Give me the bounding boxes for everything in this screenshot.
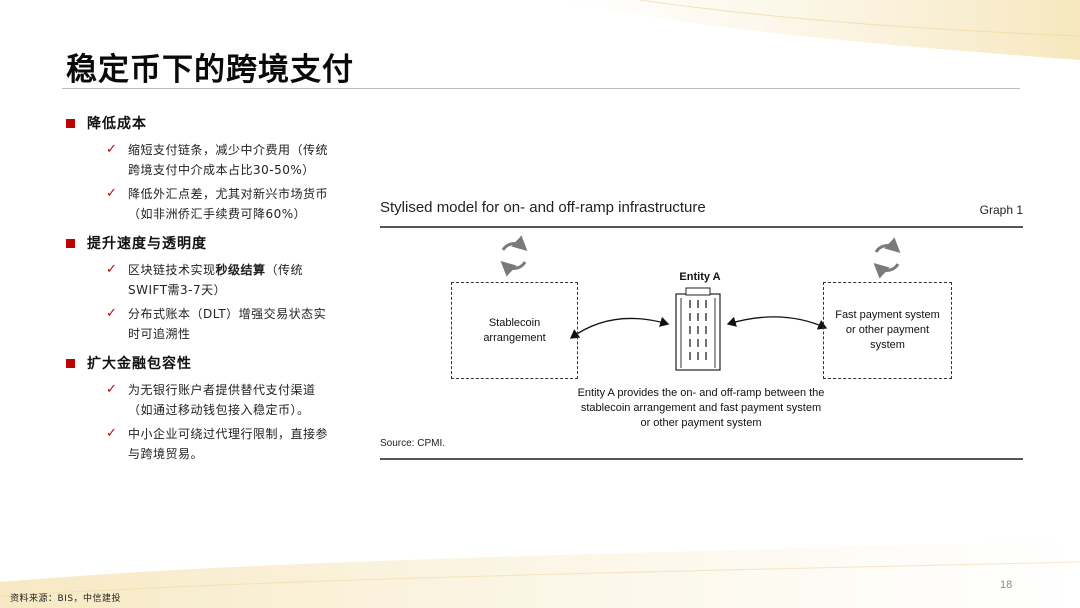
stablecoin-arrangement-box: Stablecoin arrangement xyxy=(451,282,578,379)
section-inclusion: 扩大金融包容性 ✓ 为无银行账户者提供替代支付渠道（如通过移动钱包接入稳定币）。… xyxy=(66,350,356,464)
list-item: ✓ 为无银行账户者提供替代支付渠道（如通过移动钱包接入稳定币）。 xyxy=(106,380,356,420)
list-item-text: 中小企业可绕过代理行限制，直接参与跨境贸易。 xyxy=(128,427,329,461)
section-title: 降低成本 xyxy=(87,116,147,132)
building-icon xyxy=(675,287,721,371)
figure-caption: Entity A provides the on- and off-ramp b… xyxy=(577,387,825,429)
check-icon: ✓ xyxy=(106,382,117,397)
list-item: ✓ 缩短支付链条，减少中介费用（传统跨境支付中介成本占比30-50%） xyxy=(106,140,356,180)
figure-graph-label: Graph 1 xyxy=(979,203,1023,217)
figure-top-rule xyxy=(380,226,1023,228)
check-icon: ✓ xyxy=(106,142,117,157)
check-icon: ✓ xyxy=(106,186,117,201)
list-item-text: 为无银行账户者提供替代支付渠道（如通过移动钱包接入稳定币）。 xyxy=(128,383,316,417)
list-item-text: 分布式账本（DLT）增强交易状态实时可追溯性 xyxy=(128,307,327,341)
figure-source: Source: CPMI. xyxy=(380,438,446,449)
figure-bottom-rule xyxy=(380,458,1023,460)
cycle-arrows-icon xyxy=(500,235,528,277)
page-number: 18 xyxy=(1000,579,1013,591)
entity-label: Entity A xyxy=(679,271,721,283)
page-title: 稳定币下的跨境支付 xyxy=(66,52,354,88)
emphasis-text: 秒级结算 xyxy=(215,263,266,277)
bullet-list: 降低成本 ✓ 缩短支付链条，减少中介费用（传统跨境支付中介成本占比30-50%）… xyxy=(66,110,356,470)
check-icon: ✓ xyxy=(106,426,117,441)
list-item-text: 区块链技术实现秒级结算（传统SWIFT需3-7天） xyxy=(128,263,304,297)
list-item-text: 缩短支付链条，减少中介费用（传统跨境支付中介成本占比30-50%） xyxy=(128,143,329,177)
box-label: Fast payment system or other payment sys… xyxy=(835,309,940,351)
list-item: ✓ 分布式账本（DLT）增强交易状态实时可追溯性 xyxy=(106,304,356,344)
cycle-arrows-icon xyxy=(873,237,901,279)
list-item-text: 降低外汇点差，尤其对新兴市场货币（如非洲侨汇手续费可降60%） xyxy=(128,187,329,221)
double-arrow-icon xyxy=(569,316,670,339)
list-item: ✓ 区块链技术实现秒级结算（传统SWIFT需3-7天） xyxy=(106,260,356,300)
figure-diagram xyxy=(500,235,901,371)
title-divider xyxy=(62,88,1020,89)
red-square-icon xyxy=(66,118,75,128)
double-arrow-icon xyxy=(726,316,828,330)
figure-panel: Stylised model for on- and off-ramp infr… xyxy=(380,196,1023,461)
red-square-icon xyxy=(66,238,75,248)
payment-system-box: Fast payment system or other payment sys… xyxy=(823,282,952,379)
figure-title: Stylised model for on- and off-ramp infr… xyxy=(380,199,706,216)
footer-source: 资料来源：BIS，中信建投 xyxy=(10,594,122,604)
section-cost: 降低成本 ✓ 缩短支付链条，减少中介费用（传统跨境支付中介成本占比30-50%）… xyxy=(66,110,356,224)
section-title: 提升速度与透明度 xyxy=(87,236,207,252)
red-square-icon xyxy=(66,358,75,368)
check-icon: ✓ xyxy=(106,262,117,277)
box-label: Stablecoin arrangement xyxy=(483,316,546,344)
list-item: ✓ 中小企业可绕过代理行限制，直接参与跨境贸易。 xyxy=(106,424,356,464)
list-item: ✓ 降低外汇点差，尤其对新兴市场货币（如非洲侨汇手续费可降60%） xyxy=(106,184,356,224)
section-speed: 提升速度与透明度 ✓ 区块链技术实现秒级结算（传统SWIFT需3-7天） ✓ 分… xyxy=(66,230,356,344)
section-title: 扩大金融包容性 xyxy=(87,356,192,372)
check-icon: ✓ xyxy=(106,306,117,321)
